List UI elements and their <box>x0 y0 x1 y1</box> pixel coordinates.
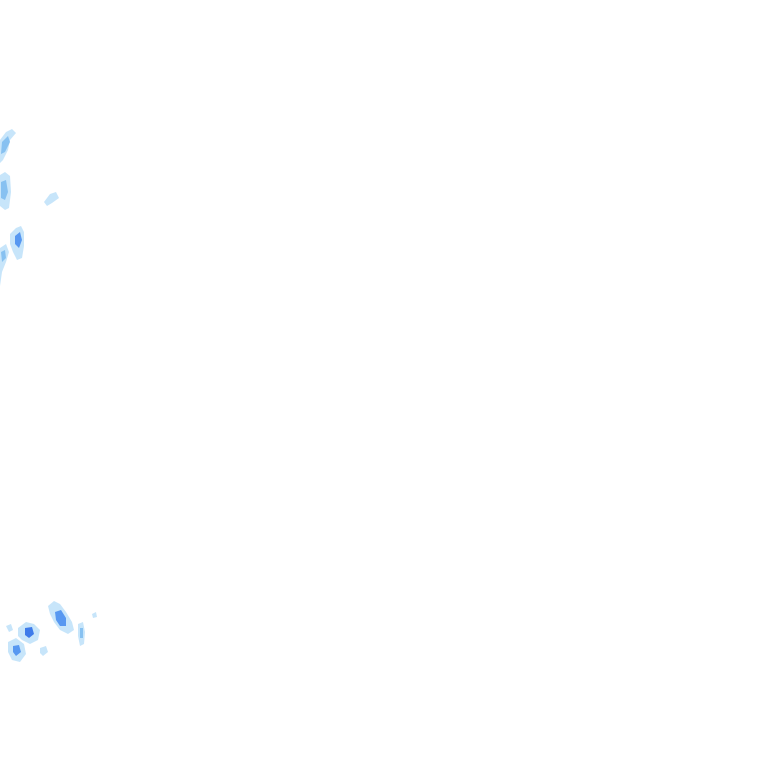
precip-cell <box>40 646 48 656</box>
precip-cell <box>92 612 97 618</box>
precip-cell <box>25 627 34 638</box>
precip-cell <box>15 232 22 248</box>
precip-cluster-upper-left <box>0 129 59 286</box>
precip-cell <box>55 610 66 626</box>
precip-cell <box>44 192 59 206</box>
precip-cell <box>13 645 21 656</box>
precip-cell <box>1 250 6 262</box>
precip-cell <box>1 180 8 200</box>
precip-cluster-lower-left <box>6 601 97 662</box>
precip-cell <box>80 628 83 638</box>
precip-cell <box>6 624 13 632</box>
precip-cell <box>1 136 10 154</box>
